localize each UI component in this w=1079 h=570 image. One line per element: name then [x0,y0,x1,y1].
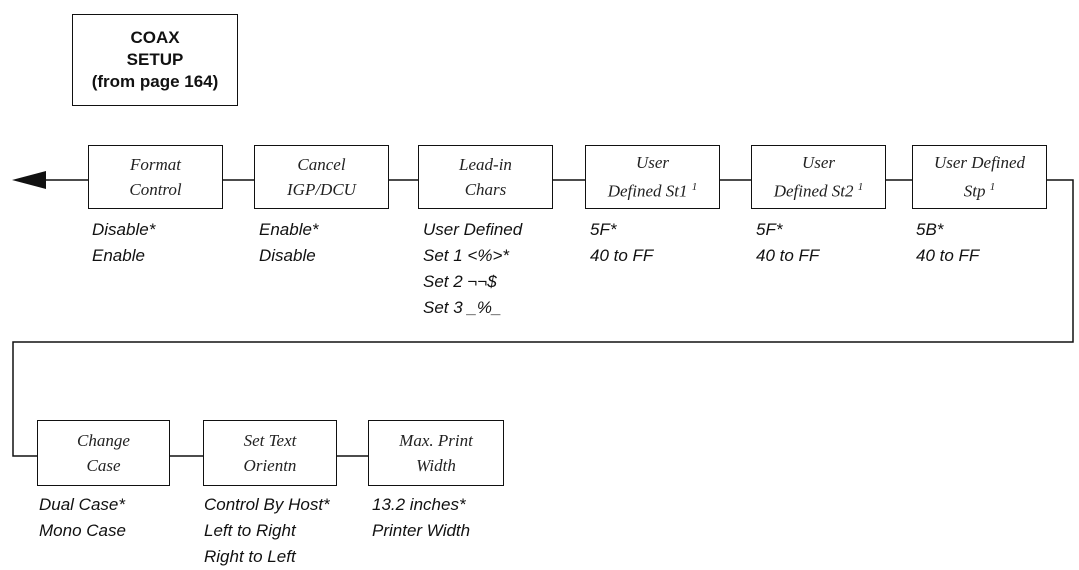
lead-in-chars-options: User Defined Set 1 <%>* Set 2 ¬¬$ Set 3 … [423,217,522,321]
option-item: Enable [92,246,145,265]
format-control-box: Format Control [88,145,223,209]
box-label: Set Text [243,431,297,450]
footnote-marker: 1 [989,181,996,194]
option-item: Set 1 <%>* [423,246,510,265]
lead-in-chars-box: Lead-in Chars [418,145,553,209]
cancel-igp-dcu-box: Cancel IGP/DCU [254,145,389,209]
option-item: 13.2 inches* [372,495,466,514]
max-print-width-options: 13.2 inches* Printer Width [372,492,470,544]
option-item: Dual Case* [39,495,125,514]
user-defined-stp-options: 5B* 40 to FF [916,217,979,269]
box-label: Max. Print [399,431,473,450]
box-label: Width [416,456,456,475]
user-defined-st1-options: 5F* 40 to FF [590,217,653,269]
footnote-marker: 1 [857,181,864,194]
option-item: Disable* [92,220,156,239]
option-item: 5B* [916,220,944,239]
max-print-width-box: Max. Print Width [368,420,504,486]
option-item: 5F* [590,220,617,239]
footnote-marker: 1 [691,181,698,194]
option-item: Control By Host* [204,495,330,514]
title-line: (from page 164) [91,72,219,91]
title-line: SETUP [126,50,184,69]
cancel-igp-dcu-options: Enable* Disable [259,217,319,269]
box-label: Format [130,155,181,174]
box-label: Stp 1 [963,181,996,201]
box-label: Case [86,456,121,475]
user-defined-st2-options: 5F* 40 to FF [756,217,819,269]
option-item: 5F* [756,220,783,239]
set-text-orientn-options: Control By Host* Left to Right Right to … [204,492,330,570]
box-label: User [635,153,670,173]
box-label: IGP/DCU [287,180,356,199]
title-line: COAX [130,28,180,47]
set-text-orientn-box: Set Text Orientn [203,420,337,486]
box-label: Control [129,180,182,199]
option-item: Disable [259,246,316,265]
option-item: Right to Left [204,547,296,566]
option-item: Set 3 _%_ [423,298,502,317]
box-label: Defined St1 1 [607,181,698,201]
back-arrow-icon [12,171,46,189]
change-case-box: Change Case [37,420,170,486]
row-wrap-connector [12,179,1074,457]
option-item: Left to Right [204,521,296,540]
box-label: Change [77,431,130,450]
box-label: Cancel [297,155,346,174]
box-label: Chars [464,180,507,199]
box-label: User Defined [933,153,1026,173]
option-item: Enable* [259,220,319,239]
option-item: Printer Width [372,521,471,540]
box-label: Orientn [243,456,297,475]
user-defined-stp-box: User Defined Stp 1 [912,145,1047,209]
box-label: Defined St2 1 [773,181,864,201]
option-item: Set 2 ¬¬$ [423,272,497,291]
option-item: 40 to FF [590,246,654,265]
format-control-options: Disable* Enable [92,217,155,269]
coax-setup-title-box: COAX SETUP (from page 164) [72,14,238,106]
box-label: Lead-in [459,155,512,174]
user-defined-st1-box: User Defined St1 1 [585,145,720,209]
option-item: User Defined [423,220,523,239]
box-label: User [801,153,836,173]
option-item: Mono Case [39,521,126,540]
change-case-options: Dual Case* Mono Case [39,492,126,544]
user-defined-st2-box: User Defined St2 1 [751,145,886,209]
option-item: 40 to FF [916,246,980,265]
option-item: 40 to FF [756,246,820,265]
